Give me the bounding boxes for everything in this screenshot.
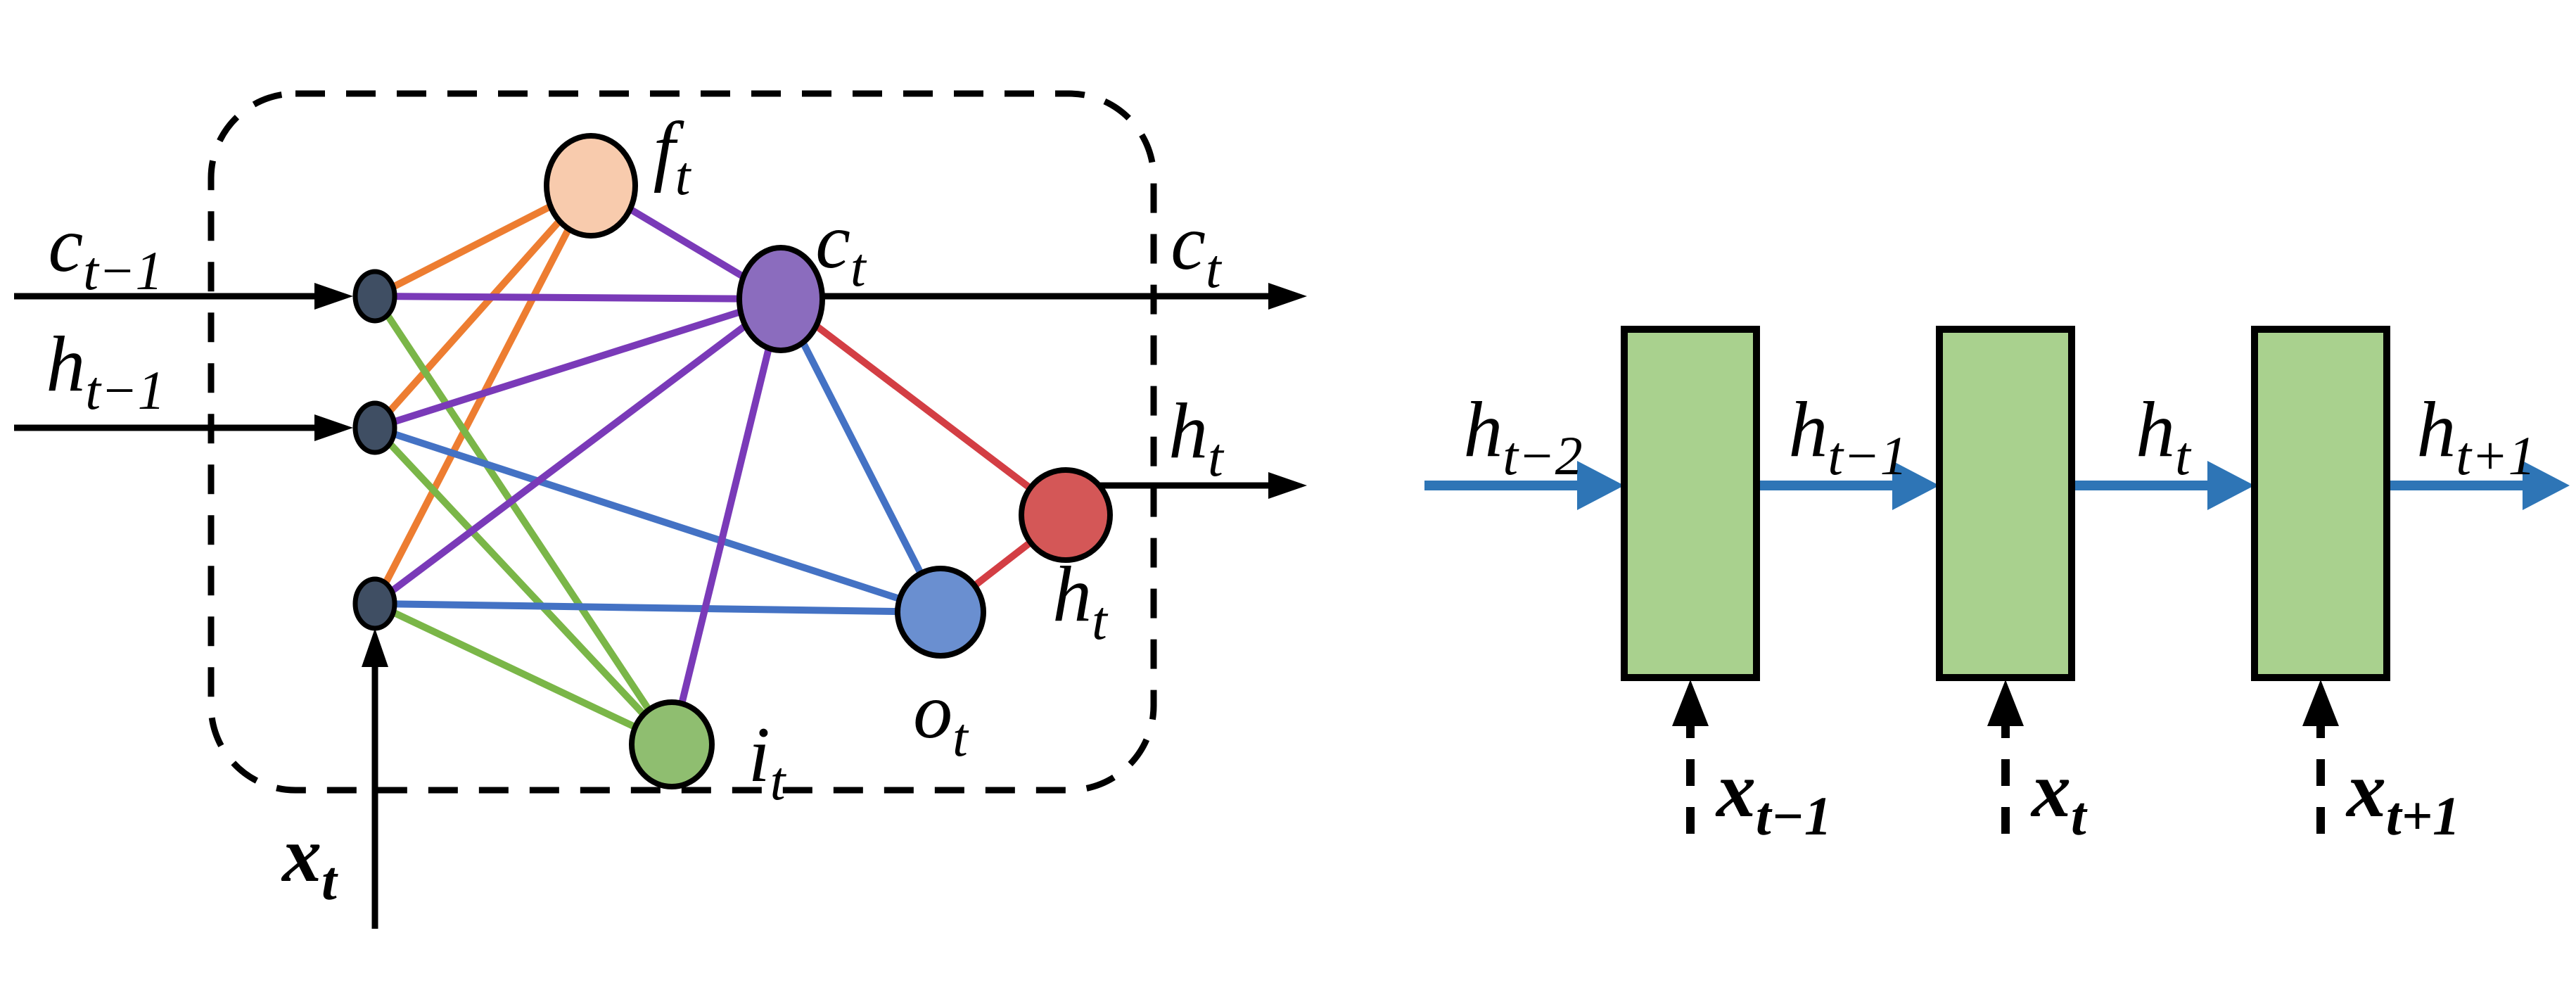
edge-x-output (374, 600, 941, 616)
label-hidden-state: ht (1052, 551, 1109, 651)
label-input-gate: it (748, 711, 787, 811)
label-x-t-plus-1: xt+1 (2345, 747, 2460, 846)
arrowhead-icon (1672, 680, 1709, 726)
rnn-arrow-2 (1756, 461, 1939, 510)
label-x-t-input: xt (281, 811, 338, 911)
input-node-h-prev (352, 400, 397, 455)
output-gate-node (895, 566, 986, 659)
input-node-c-prev (352, 269, 397, 324)
arrowhead-icon (314, 414, 353, 441)
arrowhead-icon (1268, 283, 1307, 310)
edge-cprev-input (371, 294, 675, 747)
edge-hprev-input (372, 425, 675, 747)
edge-cell-output (777, 297, 944, 614)
cell-state-node (737, 245, 825, 353)
edge-input-cell (668, 298, 784, 746)
input-node-x (352, 576, 397, 631)
label-output-gate: ot (913, 668, 969, 768)
input-arrow-h-prev (14, 414, 353, 441)
arrowhead-icon (2523, 461, 2570, 510)
forget-gate-node (544, 133, 638, 239)
arrowhead-icon (2207, 461, 2255, 510)
output-arrow-c (784, 283, 1307, 310)
label-x-t-rnn: xt (2030, 747, 2088, 846)
arrowhead-icon (314, 283, 353, 310)
label-h-t-minus-2: ht−2 (1463, 386, 1582, 486)
label-h-t-rnn: ht (2136, 386, 2192, 486)
input-arrow-c-prev (14, 283, 353, 310)
label-h-t-minus-1: ht−1 (46, 321, 165, 421)
arrowhead-icon (1892, 461, 1939, 510)
rnn-input-arrow-3 (2302, 680, 2339, 834)
input-gate-node (629, 699, 715, 789)
edge-cell-hidden (778, 296, 1069, 518)
edge-x-input (373, 600, 674, 748)
edge-hprev-forget (372, 183, 594, 431)
lstm-cell-boundary (208, 90, 1157, 794)
label-c-t-output: ct (1171, 199, 1223, 299)
arrowhead-icon (1987, 680, 2024, 726)
label-h-t-output: ht (1168, 388, 1225, 488)
hidden-state-node (1019, 467, 1113, 563)
rnn-cell-2 (1936, 326, 2075, 681)
arrowhead-icon (2302, 680, 2339, 726)
arrowhead-icon (1268, 472, 1307, 499)
rnn-arrow-4 (2387, 461, 2570, 510)
rnn-cell-1 (1621, 326, 1760, 681)
rnn-arrow-1 (1424, 461, 1624, 510)
rnn-arrow-3 (2072, 461, 2255, 510)
arrowhead-icon (362, 628, 388, 667)
edge-hprev-output (374, 424, 942, 616)
rnn-input-arrow-2 (1987, 680, 2024, 834)
label-x-t-minus-1: xt−1 (1715, 747, 1832, 846)
input-arrow-x (362, 628, 388, 929)
edge-x-cell (372, 296, 784, 607)
label-h-t-plus-1: ht+1 (2416, 386, 2535, 486)
label-cell-state: ct (815, 198, 867, 298)
arrowhead-icon (1577, 461, 1624, 510)
label-h-t-minus-1-rnn: ht−1 (1788, 386, 1907, 486)
label-c-t-minus-1: ct−1 (48, 201, 162, 301)
output-arrow-h (1087, 472, 1307, 499)
rnn-cell-3 (2251, 326, 2390, 681)
edge-cprev-cell (374, 293, 782, 303)
edge-hprev-cell (374, 296, 782, 431)
label-forget-gate: ft (653, 106, 692, 206)
rnn-input-arrow-1 (1672, 680, 1709, 834)
